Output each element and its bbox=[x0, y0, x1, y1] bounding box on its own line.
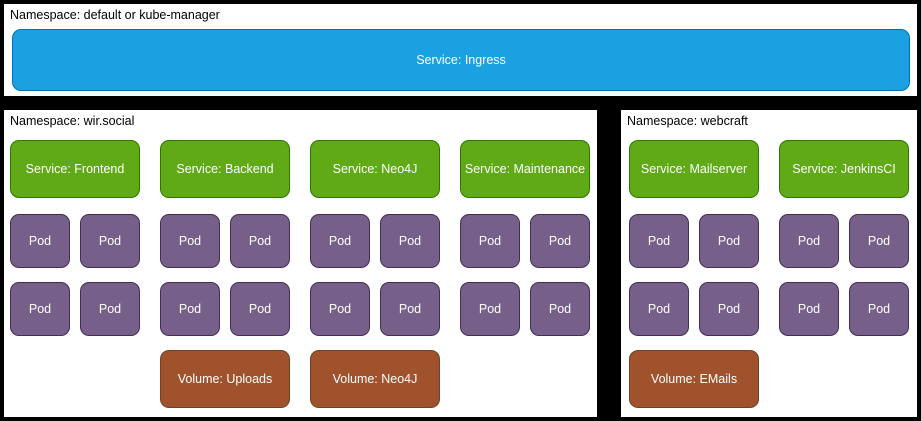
pod-node: Pod bbox=[160, 282, 220, 336]
namespace-box-default-kube-manager: Namespace: default or kube-manager Servi… bbox=[2, 2, 919, 98]
pod-node: Pod bbox=[10, 282, 70, 336]
pod-node: Pod bbox=[699, 282, 759, 336]
service-neo4j-node: Service: Neo4J bbox=[310, 140, 440, 198]
pod-node: Pod bbox=[230, 214, 290, 268]
pod-node: Pod bbox=[80, 282, 140, 336]
namespace-box-webcraft: Namespace: webcraft Service: Mailserver … bbox=[619, 108, 919, 419]
service-frontend-node: Service: Frontend bbox=[10, 140, 140, 198]
pod-node: Pod bbox=[380, 214, 440, 268]
volume-emails-node: Volume: EMails bbox=[629, 350, 759, 408]
pod-node: Pod bbox=[699, 214, 759, 268]
pod-node: Pod bbox=[629, 282, 689, 336]
service-ingress-node: Service: Ingress bbox=[12, 29, 910, 91]
pod-node: Pod bbox=[10, 214, 70, 268]
service-maintenance-node: Service: Maintenance bbox=[460, 140, 590, 198]
namespace-label: Namespace: wir.social bbox=[10, 114, 135, 128]
pod-node: Pod bbox=[629, 214, 689, 268]
pod-node: Pod bbox=[530, 214, 590, 268]
pod-node: Pod bbox=[380, 282, 440, 336]
pod-node: Pod bbox=[160, 214, 220, 268]
service-jenkinsci-node: Service: JenkinsCI bbox=[779, 140, 909, 198]
pod-node: Pod bbox=[460, 282, 520, 336]
pod-node: Pod bbox=[80, 214, 140, 268]
pod-node: Pod bbox=[310, 282, 370, 336]
namespace-box-wir-social: Namespace: wir.social Service: Frontend … bbox=[2, 108, 599, 419]
volume-neo4j-node: Volume: Neo4J bbox=[310, 350, 440, 408]
namespace-label: Namespace: default or kube-manager bbox=[10, 8, 220, 22]
pod-node: Pod bbox=[530, 282, 590, 336]
pod-node: Pod bbox=[779, 214, 839, 268]
pod-node: Pod bbox=[460, 214, 520, 268]
service-backend-node: Service: Backend bbox=[160, 140, 290, 198]
service-mailserver-node: Service: Mailserver bbox=[629, 140, 759, 198]
pod-node: Pod bbox=[779, 282, 839, 336]
namespace-label: Namespace: webcraft bbox=[627, 114, 748, 128]
volume-uploads-node: Volume: Uploads bbox=[160, 350, 290, 408]
pod-node: Pod bbox=[310, 214, 370, 268]
pod-node: Pod bbox=[849, 282, 909, 336]
pod-node: Pod bbox=[230, 282, 290, 336]
pod-node: Pod bbox=[849, 214, 909, 268]
